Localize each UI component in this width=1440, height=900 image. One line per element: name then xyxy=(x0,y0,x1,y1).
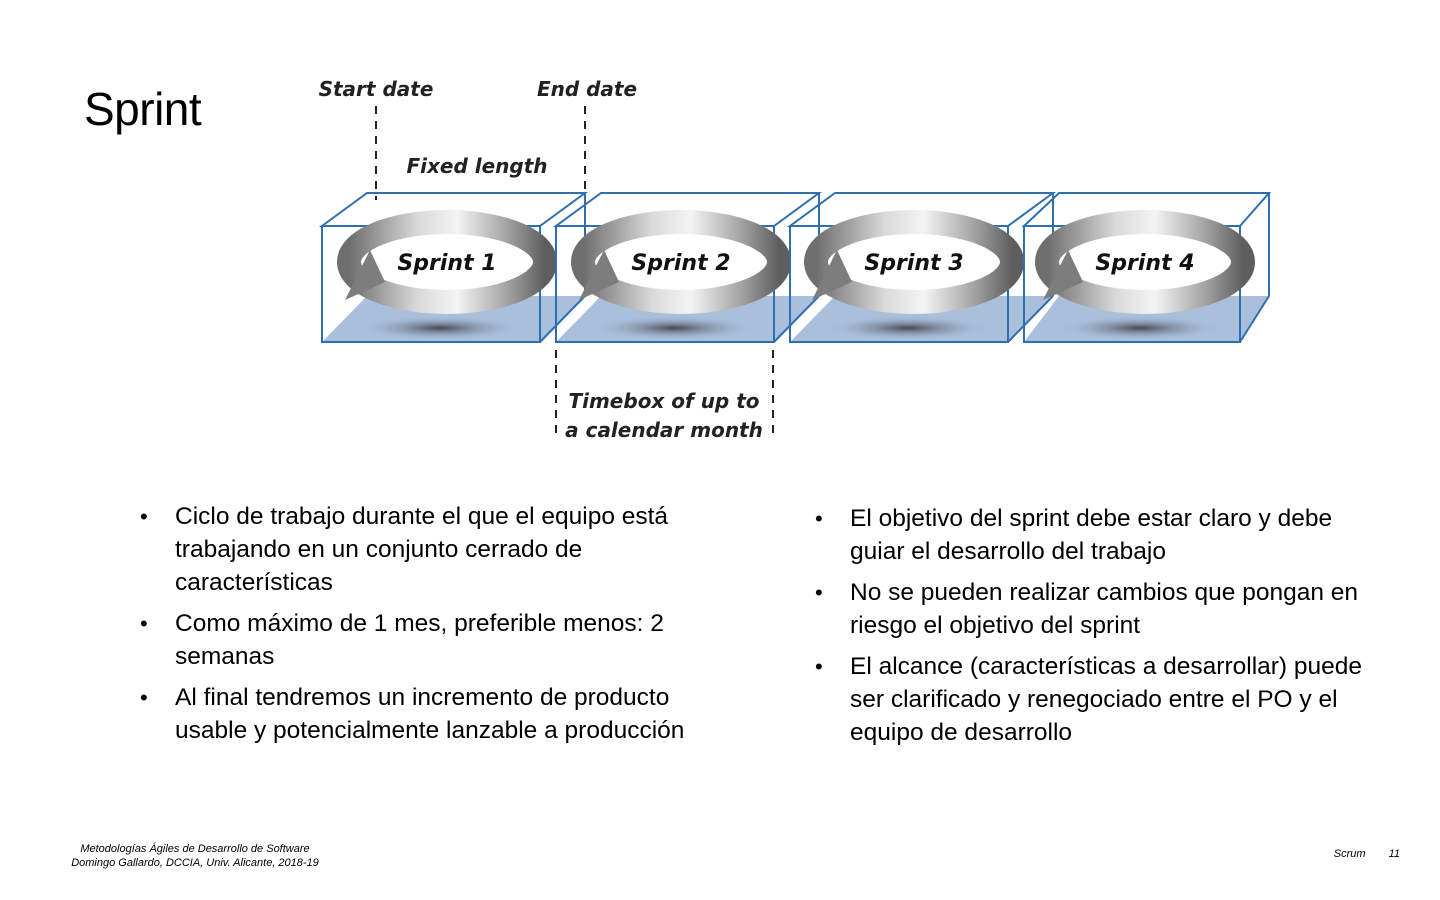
bullet-item: Como máximo de 1 mes, preferible menos: … xyxy=(140,607,740,673)
timebox-label-line1: Timebox of up to xyxy=(568,389,759,413)
bullet-list-left: Ciclo de trabajo durante el que el equip… xyxy=(140,500,740,755)
timebox-label-line2: a calendar month xyxy=(565,418,763,442)
sprint-box-4: Sprint 4 xyxy=(1021,192,1272,343)
sprint-box-2: Sprint 2 xyxy=(552,192,823,343)
page-number: 11 xyxy=(1388,848,1400,860)
bullet-item: El alcance (características a desarrolla… xyxy=(815,650,1375,749)
footer-author: Domingo Gallardo, DCCIA, Univ. Alicante,… xyxy=(71,857,319,869)
sprint-label: Sprint 2 xyxy=(631,251,730,276)
bullet-list-right: El objetivo del sprint debe estar claro … xyxy=(815,502,1375,757)
bullet-item: No se pueden realizar cambios que pongan… xyxy=(815,576,1375,642)
end-date-label: End date xyxy=(537,77,637,101)
start-date-label: Start date xyxy=(319,77,434,101)
sprint-box-1: Sprint 1 xyxy=(318,192,589,343)
footer-page-info: Scrum 11 xyxy=(1334,848,1400,860)
footer-credits: Metodologías Ágiles de Desarrollo de Sof… xyxy=(0,842,390,870)
sprint-label: Sprint 3 xyxy=(864,251,963,276)
sprint-label: Sprint 4 xyxy=(1095,251,1194,276)
footer-course: Metodologías Ágiles de Desarrollo de Sof… xyxy=(80,843,310,855)
slide-title: Sprint xyxy=(84,83,202,135)
bullet-item: Al final tendremos un incremento de prod… xyxy=(140,681,740,747)
sprint-label: Sprint 1 xyxy=(397,251,496,276)
sprint-diagram: Start date End date Fixed length Timebox… xyxy=(318,77,1272,442)
footer-section: Scrum xyxy=(1333,848,1366,860)
bullet-item: Ciclo de trabajo durante el que el equip… xyxy=(140,500,740,599)
sprint-box-3: Sprint 3 xyxy=(786,192,1057,343)
fixed-length-label: Fixed length xyxy=(406,154,547,178)
bullet-item: El objetivo del sprint debe estar claro … xyxy=(815,502,1375,568)
